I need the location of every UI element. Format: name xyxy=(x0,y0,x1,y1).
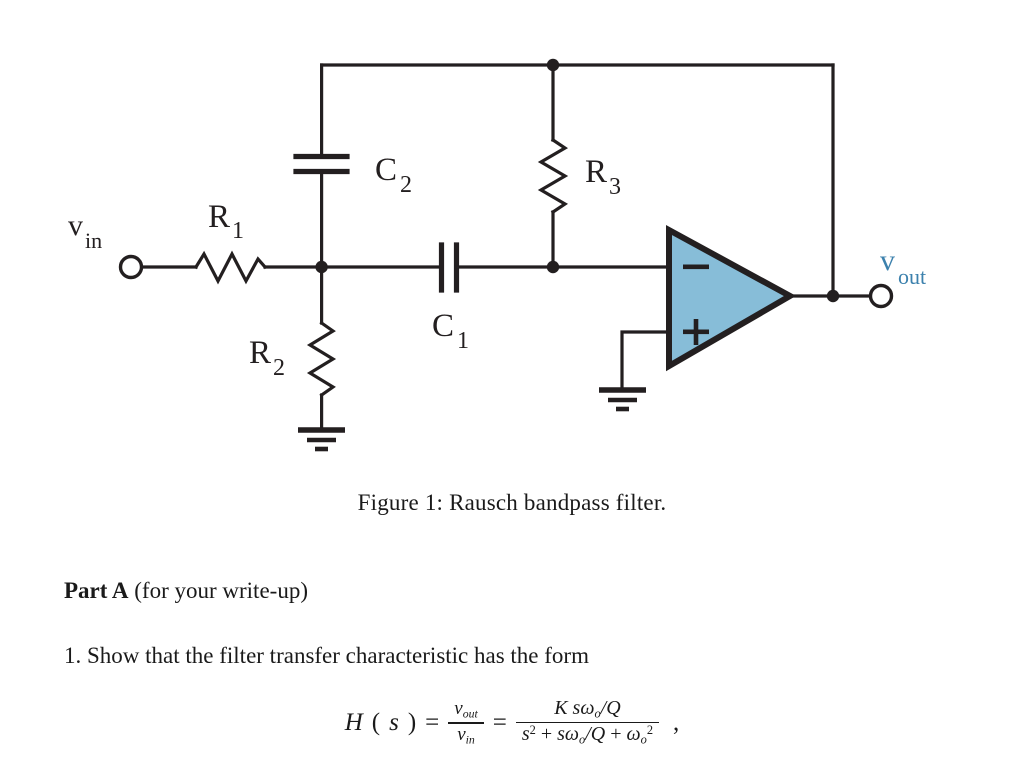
eq-frac2-den-wo-sup: 2 xyxy=(646,723,654,738)
eq-frac2-den-s: s xyxy=(521,723,530,746)
circuit-schematic-svg: v in v out R 1 R 2 R 3 xyxy=(68,58,926,452)
eq-frac2-num-lead: K sω xyxy=(554,697,595,719)
label-c2: C 2 xyxy=(375,152,412,198)
eq-frac2-den-plus-2: + xyxy=(610,723,622,746)
label-vin-sub: in xyxy=(85,228,102,253)
junction-dot-mid-node xyxy=(315,260,328,274)
eq-frac2-den-swo: sω xyxy=(557,723,580,746)
part-a-heading: Part A (for your write-up) xyxy=(64,578,964,604)
resistor-r2-zigzag xyxy=(306,320,337,398)
eq-frac2-num-sub: o xyxy=(594,706,601,721)
eq-frac2-den-plus-1: + xyxy=(540,723,553,746)
output-terminal[interactable] xyxy=(868,283,894,309)
eq-frac2-denominator: s2 + sωo/Q + ωo2 xyxy=(516,723,659,748)
eq-equals-2: = xyxy=(492,708,507,736)
eq-lhs-H: H xyxy=(344,708,363,736)
label-vin: v in xyxy=(68,209,102,253)
eq-frac2-num-tail: /Q xyxy=(600,697,621,719)
eq-lhs-arg: s xyxy=(389,708,399,736)
ground-symbol-opamp xyxy=(599,387,646,412)
ground-symbol-r2 xyxy=(298,427,345,452)
part-a-note: (for your write-up) xyxy=(134,578,308,603)
label-c1-letter: C xyxy=(432,308,454,344)
label-r1-letter: R xyxy=(208,199,230,235)
eq-trailing-comma: , xyxy=(673,708,680,736)
label-r2-subscript: 2 xyxy=(273,355,285,381)
junction-dot-top-r3 xyxy=(546,58,560,72)
eq-lhs-paren-open: ( xyxy=(371,708,381,736)
label-c1-subscript: 1 xyxy=(457,328,469,354)
eq-frac1-den-sub: in xyxy=(465,732,475,746)
eq-frac2-den-s-sup: 2 xyxy=(529,723,536,738)
transfer-function-equation: H(s) = vout vin = K sωo/Q s2 + sωo/Q + ω… xyxy=(0,697,1024,749)
label-c2-subscript: 2 xyxy=(400,172,412,198)
eq-frac2-den-swo-tail: /Q xyxy=(585,723,606,746)
eq-lhs-paren-close: ) xyxy=(407,708,417,736)
junction-dot-output-node xyxy=(826,289,840,303)
label-r3: R 3 xyxy=(585,154,621,200)
eq-frac1-numerator: vout xyxy=(448,698,483,722)
eq-frac1-den-v: v xyxy=(457,723,466,745)
eq-frac2-den-wo-sub: o xyxy=(640,733,647,748)
eq-frac1-num-sub: out xyxy=(462,707,478,721)
label-c2-letter: C xyxy=(375,152,397,188)
eq-frac1-denominator: vin xyxy=(451,724,481,748)
eq-fraction-transfer: K sωo/Q s2 + sωo/Q + ωo2 xyxy=(515,697,660,749)
eq-frac1-bar xyxy=(448,721,484,724)
label-r3-subscript: 3 xyxy=(609,174,621,200)
part-a-label: Part A xyxy=(64,578,129,603)
question-item-1: 1. Show that the filter transfer charact… xyxy=(64,643,589,668)
label-vout: v out xyxy=(880,244,926,289)
wire-noninverting-to-ground xyxy=(620,330,671,392)
input-terminal[interactable] xyxy=(118,254,144,280)
circuit-figure: v in v out R 1 R 2 R 3 xyxy=(68,58,926,452)
eq-fraction-vout-vin: vout vin xyxy=(448,698,484,748)
resistor-r3-zigzag xyxy=(537,137,569,215)
opamp-noninverting-input-icon-v xyxy=(693,319,699,345)
label-vout-sub: out xyxy=(898,264,926,289)
label-r1-subscript: 1 xyxy=(232,218,244,244)
label-c1: C 1 xyxy=(432,308,469,354)
label-r1: R 1 xyxy=(208,199,244,244)
opamp-triangle xyxy=(666,224,797,372)
label-r3-letter: R xyxy=(585,154,607,190)
resistor-r1-zigzag xyxy=(193,250,268,285)
eq-frac2-den-swo-sub: o xyxy=(579,733,586,748)
junction-dot-inverting-node xyxy=(546,260,560,274)
label-vout-main: v xyxy=(880,244,895,277)
eq-frac1-num-v: v xyxy=(454,697,463,719)
figure-caption: Figure 1: Rausch bandpass filter. xyxy=(357,490,667,515)
eq-frac2-den-wo: ω xyxy=(626,723,641,746)
eq-frac2-numerator: K sωo/Q xyxy=(548,697,626,722)
opamp-inverting-input-icon xyxy=(683,264,709,270)
label-r2-letter: R xyxy=(249,335,271,371)
label-r2: R 2 xyxy=(249,335,285,381)
label-vin-main: v xyxy=(68,209,83,242)
eq-frac2-bar xyxy=(515,721,660,724)
eq-equals-1: = xyxy=(425,708,440,736)
